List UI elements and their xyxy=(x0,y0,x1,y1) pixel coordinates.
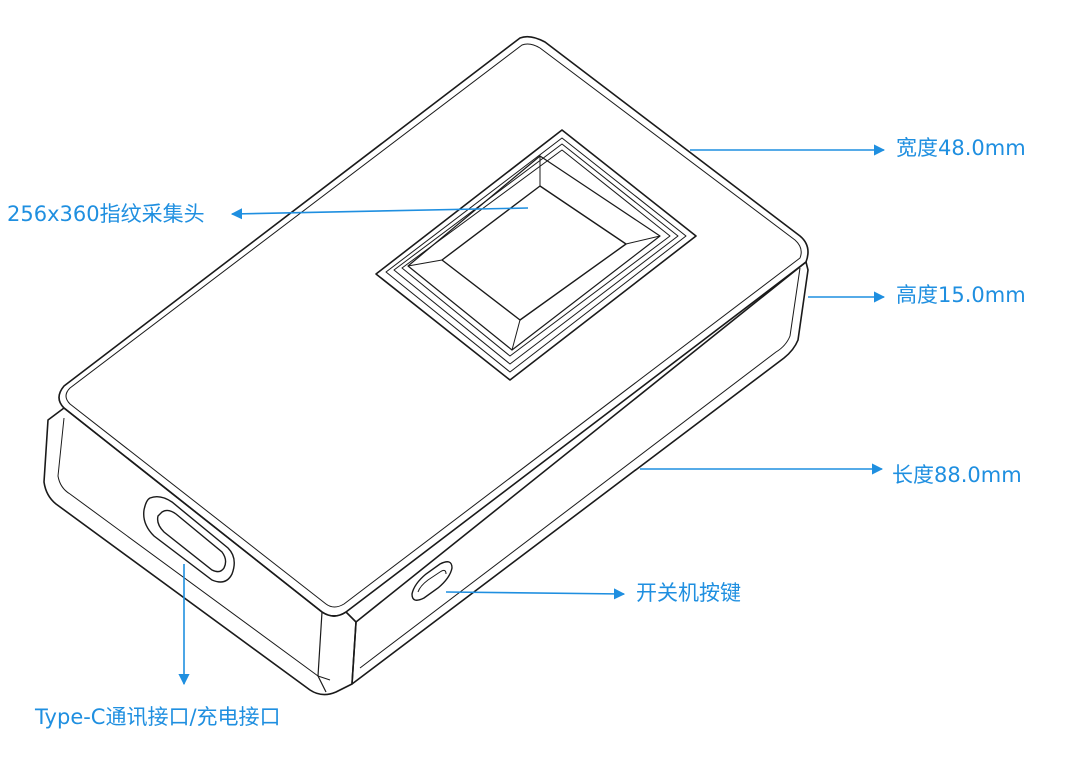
callout-arrows xyxy=(178,144,886,686)
usb-c-port-outer xyxy=(143,495,235,583)
sensor-frame-ring-1 xyxy=(385,137,687,373)
fingerprint-sensor xyxy=(375,129,697,381)
sensor-arrow xyxy=(230,207,529,220)
device-top-bevel xyxy=(65,43,802,608)
device-corner-edge xyxy=(317,611,327,693)
power-button-inner xyxy=(417,569,447,593)
device-side-face xyxy=(351,261,809,685)
length-label: 长度88.0mm xyxy=(892,463,1022,487)
sensor-bevel-lines xyxy=(407,156,661,351)
device-side-edge xyxy=(359,267,801,669)
sensor-label: 256x360指纹采集头 xyxy=(7,202,205,226)
device-front-face xyxy=(43,407,357,696)
sensor-outer-frame xyxy=(375,129,697,381)
power-button-arrow xyxy=(445,588,626,600)
power-button-label: 开关机按键 xyxy=(636,581,741,605)
sensor-frame-ring-3 xyxy=(401,149,671,357)
width-label: 宽度48.0mm xyxy=(896,136,1026,160)
power-button-outline xyxy=(411,561,453,601)
usb-c-label: Type-C通讯接口/充电接口 xyxy=(35,705,281,729)
usb-c-port-inner xyxy=(156,509,227,573)
height-label: 高度15.0mm xyxy=(896,283,1026,307)
usb-c-port xyxy=(143,495,235,583)
power-button xyxy=(411,561,453,601)
device-body xyxy=(43,35,809,696)
device-front-edge xyxy=(57,417,331,681)
sensor-frame-ring-2 xyxy=(393,143,679,365)
device-top-face xyxy=(58,35,809,617)
sensor-window xyxy=(441,185,627,321)
